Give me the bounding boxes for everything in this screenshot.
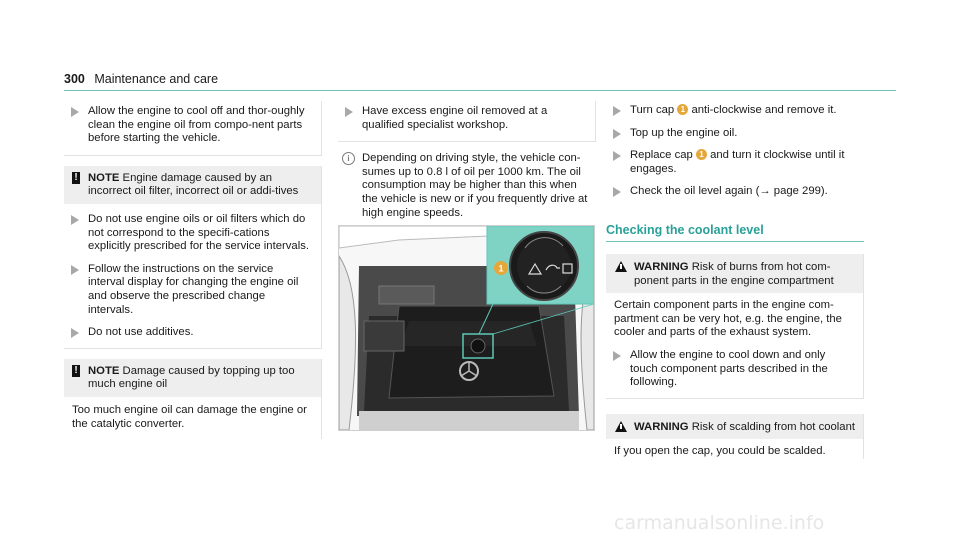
step-text: and turn it clockwise until it engages. <box>630 149 845 175</box>
note-title: Damage caused by topping up too much eng… <box>88 364 295 391</box>
note-body: Too much engine oil can damage the engin… <box>72 403 307 430</box>
note-box: ! NOTE Damage caused by topping up too m… <box>64 358 322 440</box>
column-3: Turn cap 1 anti-clockwise and remove it.… <box>606 101 864 459</box>
section-name: Maintenance and care <box>94 72 219 86</box>
step-item: Top up the engine oil. <box>606 127 864 141</box>
step-item: Do not use additives. <box>64 326 321 340</box>
step-arrow-icon <box>613 106 621 116</box>
note-box: ! NOTE Engine damage caused by an incorr… <box>64 165 322 349</box>
step-item: Have excess engine oil removed at a qual… <box>338 105 584 132</box>
warning-box: WARNING Risk of scalding from hot coolan… <box>606 413 864 459</box>
step-text: Turn cap <box>630 104 675 116</box>
info-icon: i <box>342 152 355 166</box>
step-item: Do not use engine oils or oil filters wh… <box>64 213 310 254</box>
step-item: Allow the engine to cool off and thor-ou… <box>64 105 310 146</box>
step-text: Do not use engine oils or oil filters wh… <box>88 212 310 253</box>
warning-title: Risk of burns from hot com-ponent parts … <box>634 260 834 287</box>
note-label: NOTE <box>88 364 120 377</box>
info-note: i Depending on driving style, the vehicl… <box>338 152 590 220</box>
note-header: ! NOTE Damage caused by topping up too m… <box>64 358 321 397</box>
callout-badge: 1 <box>695 149 707 161</box>
step-arrow-icon <box>613 350 621 361</box>
warning-label: WARNING <box>634 260 689 273</box>
step-item: Follow the instructions on the service i… <box>64 263 310 317</box>
callout-marker <box>494 261 508 275</box>
step-arrow-icon <box>613 128 621 139</box>
info-text: Depending on driving style, the vehicle … <box>362 152 588 219</box>
exclamation-icon: ! <box>72 171 80 184</box>
column-2: Have excess engine oil removed at a qual… <box>338 101 596 220</box>
engine-bay-illustration: 1 <box>339 226 594 430</box>
exclamation-icon: ! <box>72 364 80 377</box>
step-text: Follow the instructions on the service i… <box>88 262 299 316</box>
note-header: ! NOTE Engine damage caused by an incorr… <box>64 165 321 204</box>
step-text: anti-clockwise and remove it. <box>691 104 837 116</box>
page-header: 300 Maintenance and care <box>64 72 218 86</box>
warning-header: WARNING Risk of scalding from hot coolan… <box>606 413 863 440</box>
step-text: Allow the engine to cool off and thor-ou… <box>88 105 305 145</box>
column-1: Allow the engine to cool off and thor-ou… <box>64 101 322 440</box>
watermark: carmanualsonline.info <box>614 512 825 534</box>
step-arrow-icon <box>71 328 79 339</box>
section-title: Checking the coolant level <box>606 222 764 237</box>
step-arrow-icon <box>71 107 79 117</box>
step-box: Allow the engine to cool off and thor-ou… <box>64 101 322 156</box>
callout-badge: 1 <box>677 104 689 115</box>
step-arrow-icon <box>345 107 353 117</box>
step-arrow-icon <box>613 187 621 198</box>
step-text: Replace cap <box>630 149 693 162</box>
step-item: Check the oil level again (→ page 299). <box>606 185 864 199</box>
step-text: Top up the engine oil. <box>630 126 738 139</box>
step-text: Have excess engine oil removed at a qual… <box>362 105 548 131</box>
section-rule <box>606 240 864 242</box>
warning-box: WARNING Risk of burns from hot com-ponen… <box>606 253 864 399</box>
warning-title: Risk of scalding from hot coolant <box>691 420 856 433</box>
warning-body: If you open the cap, you could be scalde… <box>614 445 826 458</box>
step-text: Check the oil level again (→ page 299). <box>630 185 828 198</box>
warning-header: WARNING Risk of burns from hot com-ponen… <box>606 253 863 294</box>
warning-label: WARNING <box>634 420 689 433</box>
note-label: NOTE <box>88 171 120 184</box>
step-arrow-icon <box>613 151 621 162</box>
warning-body: Certain component parts in the engine co… <box>614 299 842 339</box>
header-rule <box>64 90 896 91</box>
step-item: Allow the engine to cool down and only t… <box>606 349 838 390</box>
note-title: Engine damage caused by an incorrect oil… <box>88 171 299 198</box>
callout-number: 1 <box>498 264 503 274</box>
step-box: Have excess engine oil removed at a qual… <box>338 101 596 143</box>
step-text: Allow the engine to cool down and only t… <box>630 348 828 389</box>
step-item: Turn cap 1 anti-clockwise and remove it. <box>606 104 860 118</box>
step-text: Do not use additives. <box>88 326 194 339</box>
step-item: Replace cap 1 and turn it clockwise unti… <box>606 149 860 176</box>
step-arrow-icon <box>71 214 79 225</box>
step-arrow-icon <box>71 264 79 275</box>
engine-bay-photo: 1 <box>338 225 595 431</box>
page-number: 300 <box>64 72 85 86</box>
